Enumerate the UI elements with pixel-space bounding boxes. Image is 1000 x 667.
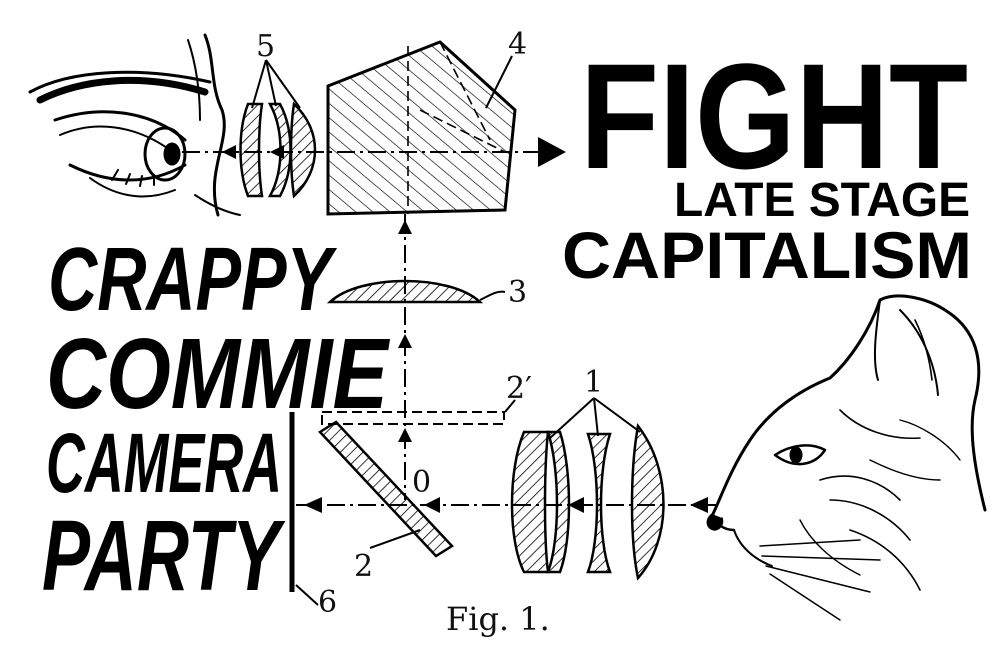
arrow-up-icon xyxy=(398,428,412,442)
arrow-up-icon xyxy=(398,220,412,234)
leader-lines-5 xyxy=(251,59,301,109)
headline-fight: FIGHT xyxy=(580,32,968,200)
arrow-left-icon xyxy=(222,145,236,159)
eye-illustration xyxy=(28,33,241,217)
arrow-left-icon xyxy=(568,497,584,513)
arrow-left-icon xyxy=(304,497,322,513)
leader-line-2prime xyxy=(504,399,516,413)
side-text-camera: CAMERA xyxy=(46,416,282,510)
side-text-crappy: CRAPPY xyxy=(48,230,337,330)
leader-lines-1 xyxy=(549,397,641,439)
eyepiece-lens-group-5 xyxy=(239,101,317,199)
label-2-prime: 2′ xyxy=(506,371,532,406)
leader-line-3 xyxy=(479,290,506,301)
arrow-right-icon xyxy=(538,137,566,167)
focusing-screen-2prime xyxy=(321,411,505,425)
leader-line-4 xyxy=(485,55,513,109)
reflex-mirror-2 xyxy=(318,420,454,558)
label-3: 3 xyxy=(508,275,527,310)
label-4: 4 xyxy=(508,27,527,62)
pentaprism-4 xyxy=(326,40,517,216)
headline-capitalism: CAPITALISM xyxy=(562,218,972,292)
headline-late-stage: LATE STAGE xyxy=(674,174,970,227)
leader-line-2 xyxy=(369,529,421,549)
label-5: 5 xyxy=(256,29,275,64)
prism-inner-lines xyxy=(407,41,506,214)
leader-line-6 xyxy=(295,584,319,606)
arrow-up-icon xyxy=(398,334,412,348)
arrow-left-icon xyxy=(690,497,708,513)
arrow-left-icon xyxy=(424,497,440,513)
label-1: 1 xyxy=(584,365,603,400)
arrow-left-icon xyxy=(270,145,284,159)
side-text-party: PARTY xyxy=(42,500,286,612)
objective-lens-group-1 xyxy=(510,423,665,581)
label-0: 0 xyxy=(412,465,431,500)
label-2: 2 xyxy=(354,549,373,584)
cat-head-illustration xyxy=(706,294,987,621)
side-text-commie: COMMIE xyxy=(46,318,391,430)
label-6: 6 xyxy=(318,585,337,620)
condenser-lens-3 xyxy=(326,279,484,304)
figure-caption: Fig. 1. xyxy=(446,600,550,638)
